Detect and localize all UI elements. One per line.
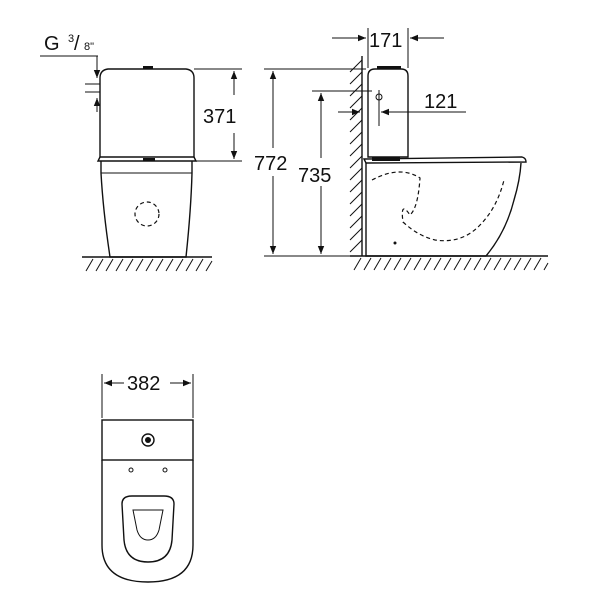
connection-dimension: G 3 / 8" bbox=[40, 33, 101, 112]
side-view: 171 121 772 735 bbox=[254, 28, 549, 271]
front-flush-button bbox=[143, 66, 153, 69]
width-dimension: 382 bbox=[101, 373, 194, 418]
front-view: G 3 / 8" 371 bbox=[40, 33, 242, 272]
side-floor-hatch bbox=[353, 257, 549, 271]
top-drain bbox=[132, 509, 164, 541]
cistern-height-label: 371 bbox=[203, 106, 236, 128]
top-bowl-opening bbox=[121, 495, 175, 563]
front-joint-mark bbox=[143, 158, 155, 161]
front-floor-hatch bbox=[85, 258, 213, 272]
wall-hatch bbox=[349, 59, 363, 253]
connection-numerator: 3 bbox=[68, 33, 74, 45]
width-label: 382 bbox=[127, 373, 160, 395]
front-cistern bbox=[99, 68, 195, 158]
side-trapway bbox=[371, 171, 505, 242]
front-drain-circle bbox=[134, 201, 160, 227]
side-seat bbox=[362, 156, 527, 164]
cistern-depth-label: 171 bbox=[369, 30, 402, 52]
side-cistern bbox=[367, 68, 409, 158]
seat-height-label: 735 bbox=[298, 165, 331, 187]
inlet-offset-dimension: 121 bbox=[338, 90, 466, 126]
top-cistern bbox=[101, 419, 194, 461]
cistern-height-dimension: 371 bbox=[194, 68, 242, 162]
connection-letter: G bbox=[44, 33, 60, 55]
top-view: 382 bbox=[101, 373, 194, 583]
total-height-dimension: 772 bbox=[254, 68, 366, 257]
side-bowl bbox=[365, 162, 522, 257]
seat-height-dimension: 735 bbox=[298, 90, 372, 254]
top-flush-button bbox=[141, 433, 155, 447]
connection-denominator: 8" bbox=[84, 41, 94, 53]
inlet-offset-label: 121 bbox=[424, 91, 457, 113]
connection-slash: / bbox=[74, 33, 80, 55]
cistern-depth-dimension: 171 bbox=[332, 28, 444, 68]
total-height-label: 772 bbox=[254, 153, 287, 175]
top-bowl-outline bbox=[101, 460, 194, 583]
front-bowl bbox=[100, 161, 193, 258]
